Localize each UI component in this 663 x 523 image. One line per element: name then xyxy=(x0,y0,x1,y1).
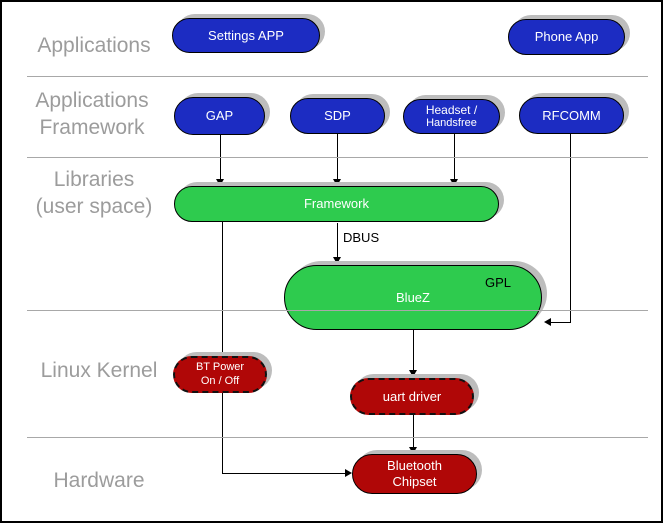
layer-separator-3 xyxy=(27,310,648,311)
layer-separator-1 xyxy=(27,76,648,77)
arrowhead-down-icon xyxy=(216,179,224,186)
node-bluez: BlueZ GPL xyxy=(284,265,542,330)
connector-framework-chipset-horizontal xyxy=(222,473,345,474)
node-label: BT Power xyxy=(195,361,245,374)
arrowhead-down-icon xyxy=(450,179,458,186)
arrowhead-left-icon xyxy=(544,318,551,326)
layer-label-text: Applications xyxy=(35,89,149,112)
layer-separator-2 xyxy=(27,157,648,158)
node-headset-handsfree: Headset / Handsfree xyxy=(403,99,500,134)
layer-label-text: Hardware xyxy=(53,469,145,492)
node-label: Bluetooth xyxy=(387,458,442,474)
node-label: SDP xyxy=(324,108,351,124)
layer-label-text: Linux Kernel xyxy=(40,359,158,382)
layer-label-text: (user space) xyxy=(35,195,153,218)
arrowhead-down-icon xyxy=(409,447,417,454)
node-label: Framework xyxy=(303,196,369,212)
arrowhead-down-icon xyxy=(333,179,341,186)
gpl-badge: GPL xyxy=(484,275,511,290)
node-label: uart driver xyxy=(382,388,442,404)
node-label: Settings APP xyxy=(208,27,284,43)
node-label: RFCOMM xyxy=(542,107,601,123)
layer-label-linux-kernel: Linux Kernel xyxy=(24,357,174,384)
node-label: Chipset xyxy=(392,474,437,489)
arrowhead-down-icon xyxy=(333,257,341,264)
node-label: Phone App xyxy=(534,29,599,45)
node-bluetooth-chipset: Bluetooth Chipset xyxy=(352,454,477,494)
connector-bluez-uart xyxy=(413,330,414,370)
node-bt-power: BT Power On / Off xyxy=(173,356,267,393)
layer-label-libraries: Libraries (user space) xyxy=(24,166,164,220)
layer-label-text: Framework xyxy=(39,116,145,139)
layer-label-hardware: Hardware xyxy=(24,467,174,494)
node-uart-driver: uart driver xyxy=(350,378,474,415)
node-phone-app: Phone App xyxy=(508,19,625,55)
arrowhead-down-icon xyxy=(409,370,417,377)
connector-rfcomm-bluez-horizontal xyxy=(551,322,571,323)
node-label: BlueZ xyxy=(396,289,430,305)
arrowhead-right-icon xyxy=(345,469,352,477)
dbus-label: DBUS xyxy=(343,230,380,245)
layer-label-text: Applications xyxy=(37,34,151,57)
connector-framework-bluez-dbus xyxy=(337,223,338,258)
connector-rfcomm-bluez-vertical xyxy=(570,134,571,323)
node-label: GAP xyxy=(205,108,234,124)
node-label: On / Off xyxy=(200,374,240,387)
connector-framework-chipset-vertical xyxy=(222,222,223,474)
layer-label-applications: Applications xyxy=(26,32,162,59)
connector-uart-chipset xyxy=(413,415,414,447)
node-gap: GAP xyxy=(174,97,265,135)
layer-label-applications-framework: Applications Framework xyxy=(24,87,160,141)
layer-separator-4 xyxy=(27,437,648,438)
node-framework: Framework xyxy=(174,186,499,222)
node-sdp: SDP xyxy=(290,98,385,134)
node-rfcomm: RFCOMM xyxy=(519,97,624,134)
node-settings-app: Settings APP xyxy=(172,18,320,53)
node-label: Headset / xyxy=(425,102,478,117)
node-label: Handsfree xyxy=(426,117,477,130)
layer-label-text: Libraries xyxy=(53,168,135,191)
